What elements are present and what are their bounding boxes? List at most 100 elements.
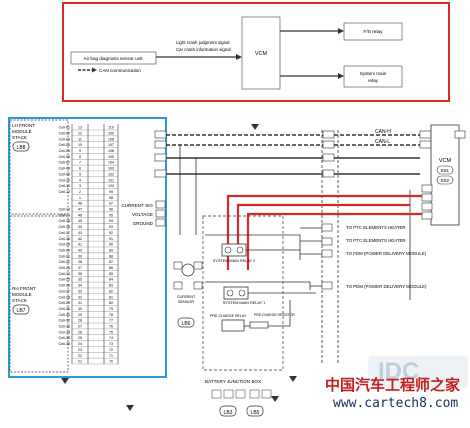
lb8-connector-label: LB8 xyxy=(17,145,26,151)
right-pin-number: 74 xyxy=(109,336,113,340)
fs-relay-label: F/S relay xyxy=(363,29,383,35)
controller-pins xyxy=(155,200,166,227)
right-pin-number: 99 xyxy=(109,190,113,194)
left-pin-number: 44 xyxy=(78,225,82,229)
lb8-connector-badge xyxy=(12,141,30,152)
right-pin-number: 85 xyxy=(109,272,113,276)
rh-module-title-2: MODULE xyxy=(12,292,32,297)
left-pin-number: 21 xyxy=(78,360,82,364)
left-pin-number: 8 xyxy=(79,155,81,159)
system-main-relay-label-2: relay xyxy=(368,78,379,83)
ground-label: GROUND xyxy=(133,221,154,226)
cell-label: Cell-29 xyxy=(59,301,70,305)
cell-label: Cell-30 xyxy=(59,307,70,311)
right-pin-number: 110 xyxy=(108,126,114,130)
lh-module-stack xyxy=(9,119,69,215)
lb5-connector-label: LB5 xyxy=(251,410,260,416)
left-pin-number: 12 xyxy=(78,131,82,135)
left-pin-number: 24 xyxy=(78,342,82,346)
e62-connector-label: E62 xyxy=(441,178,450,183)
left-pin-number: 39 xyxy=(78,254,82,258)
cell-label: Cell-02 xyxy=(59,131,70,135)
right-pin-number: 86 xyxy=(109,266,113,270)
pdm-label: TO PDM (POWER DELIVERY MODULE) xyxy=(346,284,427,289)
right-pin-number: 109 xyxy=(108,131,114,135)
relay-1-icon xyxy=(223,286,249,300)
cell-label: Cell-17 xyxy=(59,231,70,235)
left-pin-number: 7 xyxy=(79,161,81,165)
smr-arrow xyxy=(338,73,344,79)
bus-pin-boxes xyxy=(154,130,432,178)
left-pin-number: 46 xyxy=(78,213,82,217)
current-sensor-coil-icon xyxy=(181,263,195,277)
cell-label: Cell-31 xyxy=(59,313,70,317)
cell-label: Cell-25 xyxy=(59,278,70,282)
right-pin-number: 105 xyxy=(108,155,114,159)
right-pin-number: 90 xyxy=(109,243,113,247)
can-legend-label: CAN communication xyxy=(99,68,141,73)
lb5-connector-badge xyxy=(246,405,264,417)
right-pin-number: 81 xyxy=(109,295,113,299)
lb3-connector-label: LB3 xyxy=(224,410,233,416)
right-pin-number: 91 xyxy=(109,237,113,241)
cell-label: Cell-09 xyxy=(59,172,70,176)
rh-module-title-3: STACK xyxy=(12,298,28,303)
battery-module-frame xyxy=(8,117,167,378)
right-pin-number: 97 xyxy=(109,202,113,206)
left-pin-number: 43 xyxy=(78,231,82,235)
cell-label: Cell-19 xyxy=(59,243,70,247)
fs-relay-box xyxy=(343,22,403,41)
precharge-resistor-icon xyxy=(249,321,269,329)
vcm-top-box xyxy=(241,16,281,90)
left-pin-number: 45 xyxy=(78,219,82,223)
left-pin-number: 4 xyxy=(79,178,81,182)
top-block-frame xyxy=(62,2,450,102)
cell-label: Cell-20 xyxy=(59,248,70,252)
left-pin-number: 27 xyxy=(78,325,82,329)
lh-module-title-1: LH FRONT xyxy=(12,123,35,128)
right-pin-number: 98 xyxy=(109,196,113,200)
right-pin-number: 78 xyxy=(109,313,113,317)
right-pin-number: 104 xyxy=(108,161,114,165)
left-pin-number: 6 xyxy=(79,167,81,171)
right-pin-number: 100 xyxy=(108,184,114,188)
battery-junction-box-label: BATTERY JUNCTION BOX xyxy=(205,379,261,384)
left-pin-number: 37 xyxy=(78,266,82,270)
left-pin-number: 32 xyxy=(78,295,82,299)
right-pin-number: 82 xyxy=(109,289,113,293)
right-pin-number: 101 xyxy=(108,178,114,182)
current-sensor-label-1: CURRENT xyxy=(177,295,196,299)
left-pin-number: 29 xyxy=(78,313,82,317)
right-pin-number: 77 xyxy=(109,319,113,323)
right-pin-number: 79 xyxy=(109,307,113,311)
ptc-heater-1-label: TO PTC ELEMENTS HEATER xyxy=(346,225,406,230)
output-wires xyxy=(300,227,322,287)
right-pin-number: 84 xyxy=(109,278,113,282)
vcm-top-label: VCM xyxy=(255,51,268,57)
left-pin-number: 11 xyxy=(78,137,82,141)
cell-label: Cell-03 xyxy=(59,137,70,141)
lb7-connector-label: LB7 xyxy=(17,308,26,314)
left-pin-number: 35 xyxy=(78,278,82,282)
lh-module-title-3: STACK xyxy=(12,135,28,140)
relay-2-icon xyxy=(221,243,247,257)
can-bus-lines xyxy=(166,134,420,175)
left-pin-number: 31 xyxy=(78,301,82,305)
precharge-relay-icon xyxy=(221,319,245,332)
left-pin-number: 48 xyxy=(78,202,82,206)
can-l-label: CAN-L xyxy=(375,139,390,145)
precharge-relay-label: PRE-CHARGE RELAY xyxy=(210,314,247,318)
right-pin-number: 88 xyxy=(109,254,113,258)
lb7-connector-badge xyxy=(12,304,30,315)
e62-connector-badge xyxy=(436,175,454,185)
lb6-connector-label: LB6 xyxy=(182,321,191,327)
left-pin-number: 36 xyxy=(78,272,82,276)
right-pin-number: 108 xyxy=(108,137,114,141)
right-pin-number: 94 xyxy=(109,219,113,223)
right-pin-number: 75 xyxy=(109,330,113,334)
cell-label: Cell-28 xyxy=(59,295,70,299)
bus-vertical-wires xyxy=(179,130,411,365)
left-pin-number: 22 xyxy=(78,354,82,358)
watermark-url: www.cartech8.com xyxy=(333,396,459,411)
